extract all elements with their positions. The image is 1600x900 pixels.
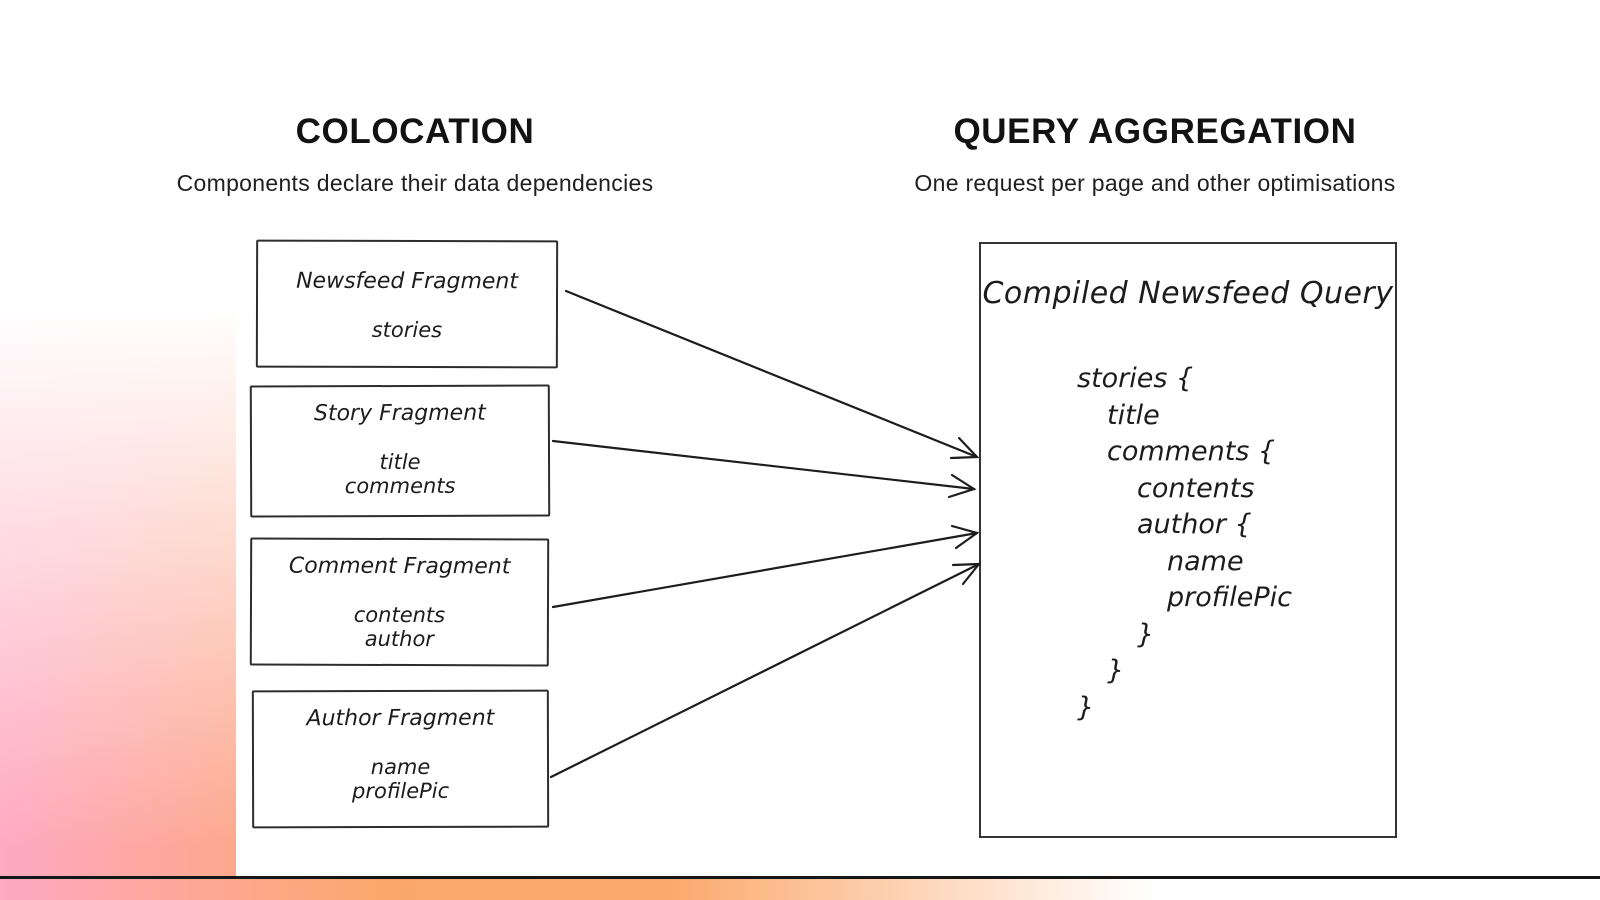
colocation-title: COLOCATION <box>295 112 535 151</box>
fragment-box-comment: Comment Fragment contents author <box>249 537 550 667</box>
query-line: title <box>1107 399 1160 431</box>
query-line: } <box>1107 655 1125 686</box>
query-aggregation-heading-block: QUERY AGGREGATION One request per page a… <box>855 112 1455 197</box>
fragment-field: comments <box>344 473 456 499</box>
query-line: stories { <box>1077 363 1194 394</box>
fragment-field: name <box>370 754 431 780</box>
query-aggregation-title: QUERY AGGREGATION <box>953 112 1357 151</box>
compiled-query-code: stories { title comments { contents auth… <box>1077 361 1292 726</box>
fragment-field: stories <box>371 317 443 343</box>
fragment-box-newsfeed: Newsfeed Fragment stories <box>255 239 559 369</box>
query-line: } <box>1077 691 1095 723</box>
fragment-field: profilePic <box>351 778 450 804</box>
query-line: } <box>1137 618 1155 650</box>
query-line: author { <box>1137 509 1252 540</box>
query-line: contents <box>1137 472 1255 504</box>
query-line: profilePic <box>1167 582 1292 613</box>
fragment-field: title <box>379 449 421 475</box>
fragment-box-story: Story Fragment title comments <box>249 384 551 518</box>
fragment-title: Newsfeed Fragment <box>296 268 519 295</box>
fragment-title: Story Fragment <box>313 400 486 427</box>
colocation-heading-block: COLOCATION Components declare their data… <box>115 112 715 197</box>
compiled-query-title: Compiled Newsfeed Query <box>982 276 1394 311</box>
colocation-subtitle: Components declare their data dependenci… <box>176 170 654 196</box>
query-line: comments { <box>1107 436 1276 467</box>
query-aggregation-subtitle: One request per page and other optimisat… <box>914 170 1396 196</box>
bottom-divider-line <box>0 876 1600 879</box>
query-line: name <box>1167 545 1244 577</box>
fragment-field: contents <box>353 602 446 628</box>
compiled-query-box: Compiled Newsfeed Query stories { title … <box>979 242 1397 838</box>
fragment-title: Comment Fragment <box>288 553 511 580</box>
fragment-field: author <box>364 626 435 652</box>
fragment-box-author: Author Fragment name profilePic <box>251 689 550 829</box>
fragment-title: Author Fragment <box>306 705 495 732</box>
